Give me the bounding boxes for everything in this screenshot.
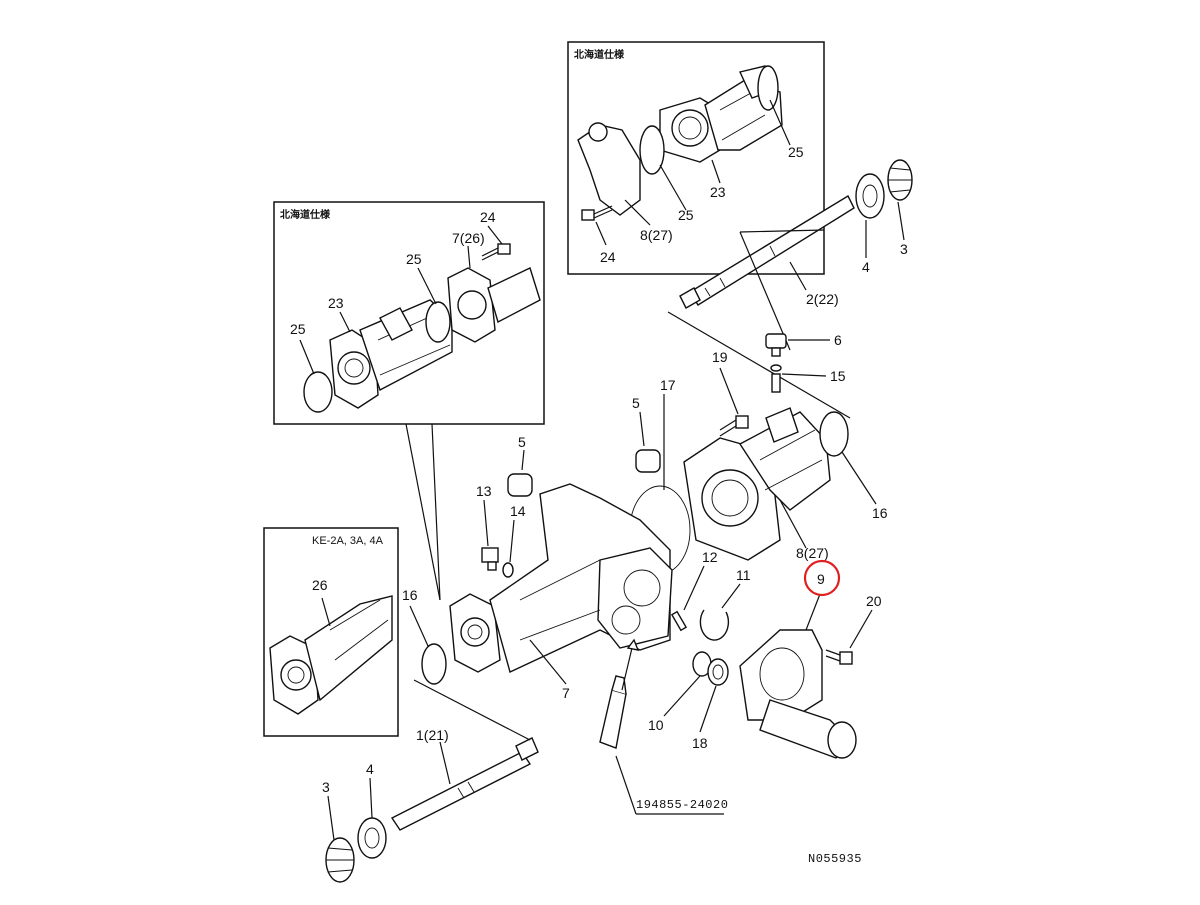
callout-24-left: 24 — [480, 209, 496, 225]
drawing-number: N055935 — [808, 852, 862, 866]
stud-15 — [771, 373, 781, 393]
callout-1-21: 1(21) — [416, 727, 449, 743]
callout-7-main: 7 — [562, 685, 570, 701]
inset-hokkaido-right: 北海道仕様 25 23 25 8(27) 24 — [567, 41, 825, 275]
callout-4-bottom: 4 — [366, 761, 374, 777]
plug-13 — [481, 547, 499, 571]
gear-3-bottom — [325, 837, 355, 883]
oring-25-right-a — [757, 65, 779, 111]
case-9 — [739, 629, 857, 759]
pin-12 — [670, 610, 688, 632]
callout-20: 20 — [866, 593, 882, 609]
inset-title-right: 北海道仕様 — [574, 48, 625, 61]
axle-stub-right-inset — [577, 124, 641, 216]
shaft-2-22 — [679, 195, 855, 309]
shaft-1-21 — [390, 737, 539, 831]
oring-16-left — [421, 643, 447, 685]
snap-ring-11 — [699, 609, 730, 641]
callout-5-b: 5 — [518, 434, 526, 450]
callout-3-bottom: 3 — [322, 779, 330, 795]
callout-13: 13 — [476, 483, 492, 499]
inset-frame-ke — [263, 527, 399, 737]
callout-4-top: 4 — [862, 259, 870, 275]
washer-15 — [770, 364, 782, 372]
bearing-4-top — [855, 173, 885, 219]
plug-6 — [765, 333, 787, 357]
sealant-tube — [599, 675, 627, 749]
inset-hokkaido-left: 北海道仕様 24 7(26) 25 23 — [273, 201, 545, 601]
callout-3-top: 3 — [900, 241, 908, 257]
inset-frame-right — [567, 41, 825, 275]
housing-26 — [269, 595, 393, 715]
callout-11: 11 — [736, 567, 751, 583]
callout-26: 26 — [312, 577, 328, 593]
callout-18: 18 — [692, 735, 708, 751]
callout-23-right: 23 — [710, 184, 726, 200]
inset-title-ke: KE-2A, 3A, 4A — [312, 535, 384, 547]
inset-ke-models: KE-2A, 3A, 4A 26 — [263, 527, 399, 737]
bearing-4-bottom — [357, 817, 387, 859]
bolt-24-right — [581, 205, 613, 221]
callout-17: 17 — [660, 377, 676, 393]
bearing-18 — [707, 658, 729, 686]
inset-frame-left — [273, 201, 545, 425]
bushing-5-b — [507, 473, 533, 497]
bushing-5-a — [635, 449, 661, 473]
sealant-part-number: 194855-24020 — [636, 798, 728, 812]
oring-16-right — [819, 411, 849, 457]
bolt-24-left — [481, 243, 511, 261]
callout-16-right: 16 — [872, 505, 888, 521]
callout-16-left: 16 — [402, 587, 418, 603]
callout-6: 6 — [834, 332, 842, 348]
flange-7-26-inset — [447, 267, 541, 343]
bolt-20 — [825, 649, 853, 665]
washer-14 — [502, 562, 514, 578]
callout-15: 15 — [830, 368, 846, 384]
oring-25-left-a — [303, 371, 333, 413]
callout-8-27-main: 8(27) — [796, 545, 829, 561]
callout-25-right-2: 25 — [678, 207, 694, 223]
gear-3-top — [887, 159, 913, 201]
callout-5-a: 5 — [632, 395, 640, 411]
callout-25-left-1: 25 — [406, 251, 422, 267]
callout-8-27-inset: 8(27) — [640, 227, 673, 243]
callout-9[interactable]: 9 — [817, 571, 825, 587]
callout-25-right-1: 25 — [788, 144, 804, 160]
inset-title-left: 北海道仕様 — [280, 208, 331, 221]
callout-25-left-2: 25 — [290, 321, 306, 337]
highlight-circle-9[interactable] — [803, 559, 841, 597]
callout-14: 14 — [510, 503, 526, 519]
oring-25-left-b — [425, 301, 451, 343]
oring-25-right-b — [639, 125, 665, 175]
callout-23-left: 23 — [328, 295, 344, 311]
callout-10: 10 — [648, 717, 664, 733]
callout-12: 12 — [702, 549, 718, 565]
housing-8-27 — [683, 407, 831, 561]
bolt-19 — [719, 415, 749, 437]
callout-19: 19 — [712, 349, 728, 365]
callout-2-22: 2(22) — [806, 291, 839, 307]
callout-24-right: 24 — [600, 249, 616, 265]
callout-7-26: 7(26) — [452, 230, 485, 246]
axle-housing-7 — [449, 483, 673, 673]
